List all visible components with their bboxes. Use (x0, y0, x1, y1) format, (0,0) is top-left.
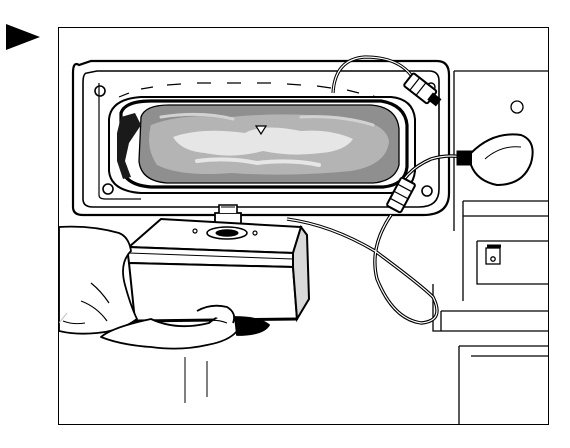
airbag-module (125, 204, 311, 323)
trim-panel-lines (432, 70, 548, 424)
play-arrow-icon (6, 24, 40, 50)
sleeve-lines (59, 312, 208, 403)
airbag-illustration (59, 55, 548, 424)
lower-harness (286, 133, 534, 325)
illustration-frame (58, 27, 549, 425)
airbag-cushion (108, 96, 416, 194)
hands (59, 225, 270, 350)
upper-harness (331, 55, 442, 107)
down-triangle-icon (254, 125, 268, 136)
mounting-frame (71, 59, 451, 217)
